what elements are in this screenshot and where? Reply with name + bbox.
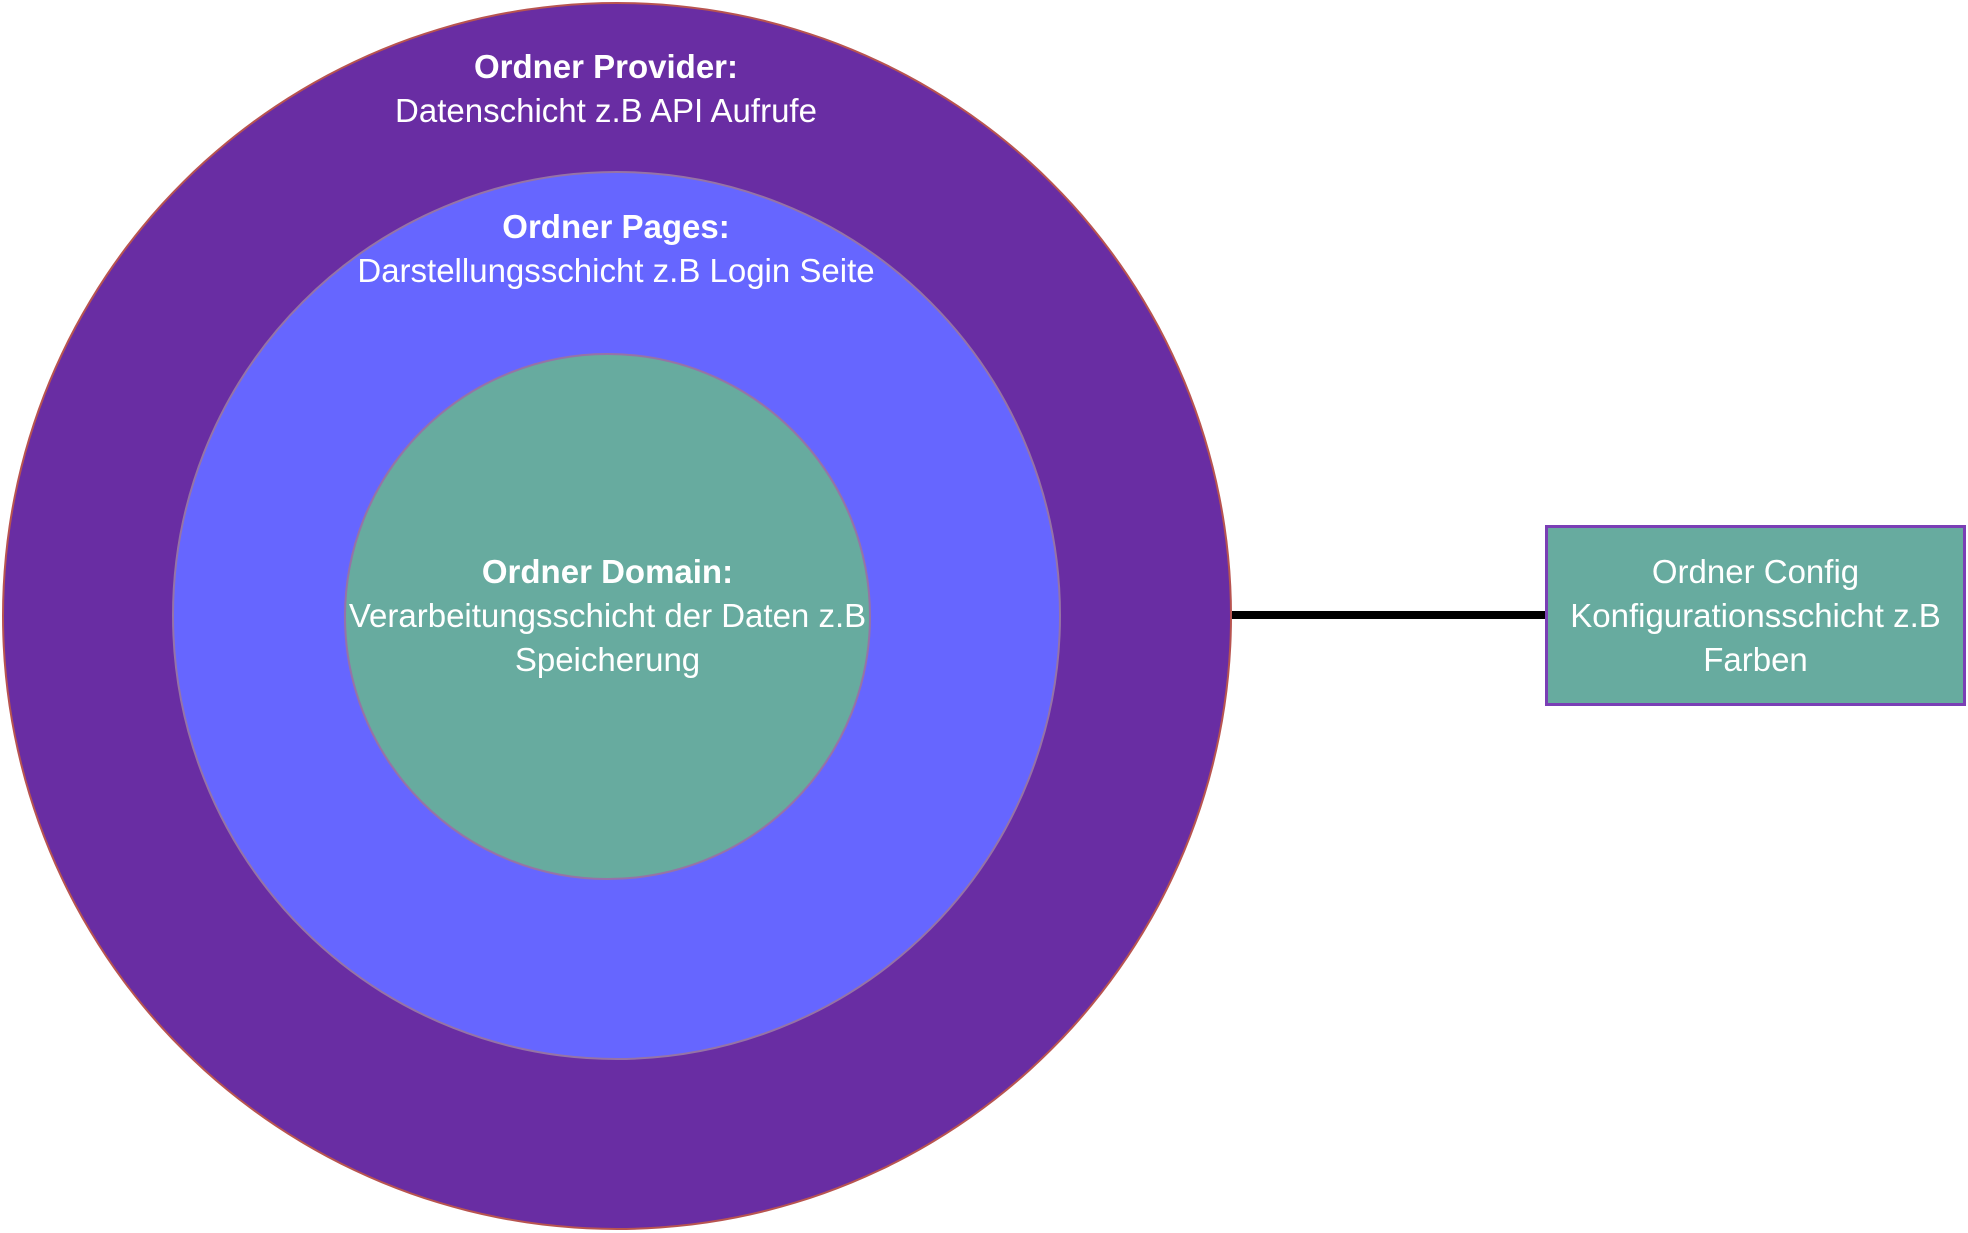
provider-layer-title: Ordner Provider: xyxy=(473,48,739,85)
pages-layer-title: Ordner Pages: xyxy=(502,208,730,245)
connector-line xyxy=(1232,611,1545,619)
config-description: Konfigurationsschicht z.B Farben xyxy=(1570,596,1941,678)
domain-layer-title: Ordner Domain: xyxy=(481,553,734,590)
domain-layer-label: Ordner Domain: Verarbeitungsschicht der … xyxy=(344,550,871,682)
domain-layer-circle xyxy=(344,353,871,880)
provider-layer-description: Datenschicht z.B API Aufrufe xyxy=(395,92,817,129)
config-title: Ordner Config xyxy=(1651,552,1860,590)
domain-layer-description: Verarbeitungsschicht der Daten z.B Speic… xyxy=(348,597,867,678)
pages-layer-description: Darstellungsschicht z.B Login Seite xyxy=(357,252,875,289)
config-box: Ordner Config Konfigurationsschicht z.B … xyxy=(1545,525,1966,706)
provider-layer-label: Ordner Provider: Datenschicht z.B API Au… xyxy=(306,45,906,133)
pages-layer-label: Ordner Pages: Darstellungsschicht z.B Lo… xyxy=(356,205,876,293)
